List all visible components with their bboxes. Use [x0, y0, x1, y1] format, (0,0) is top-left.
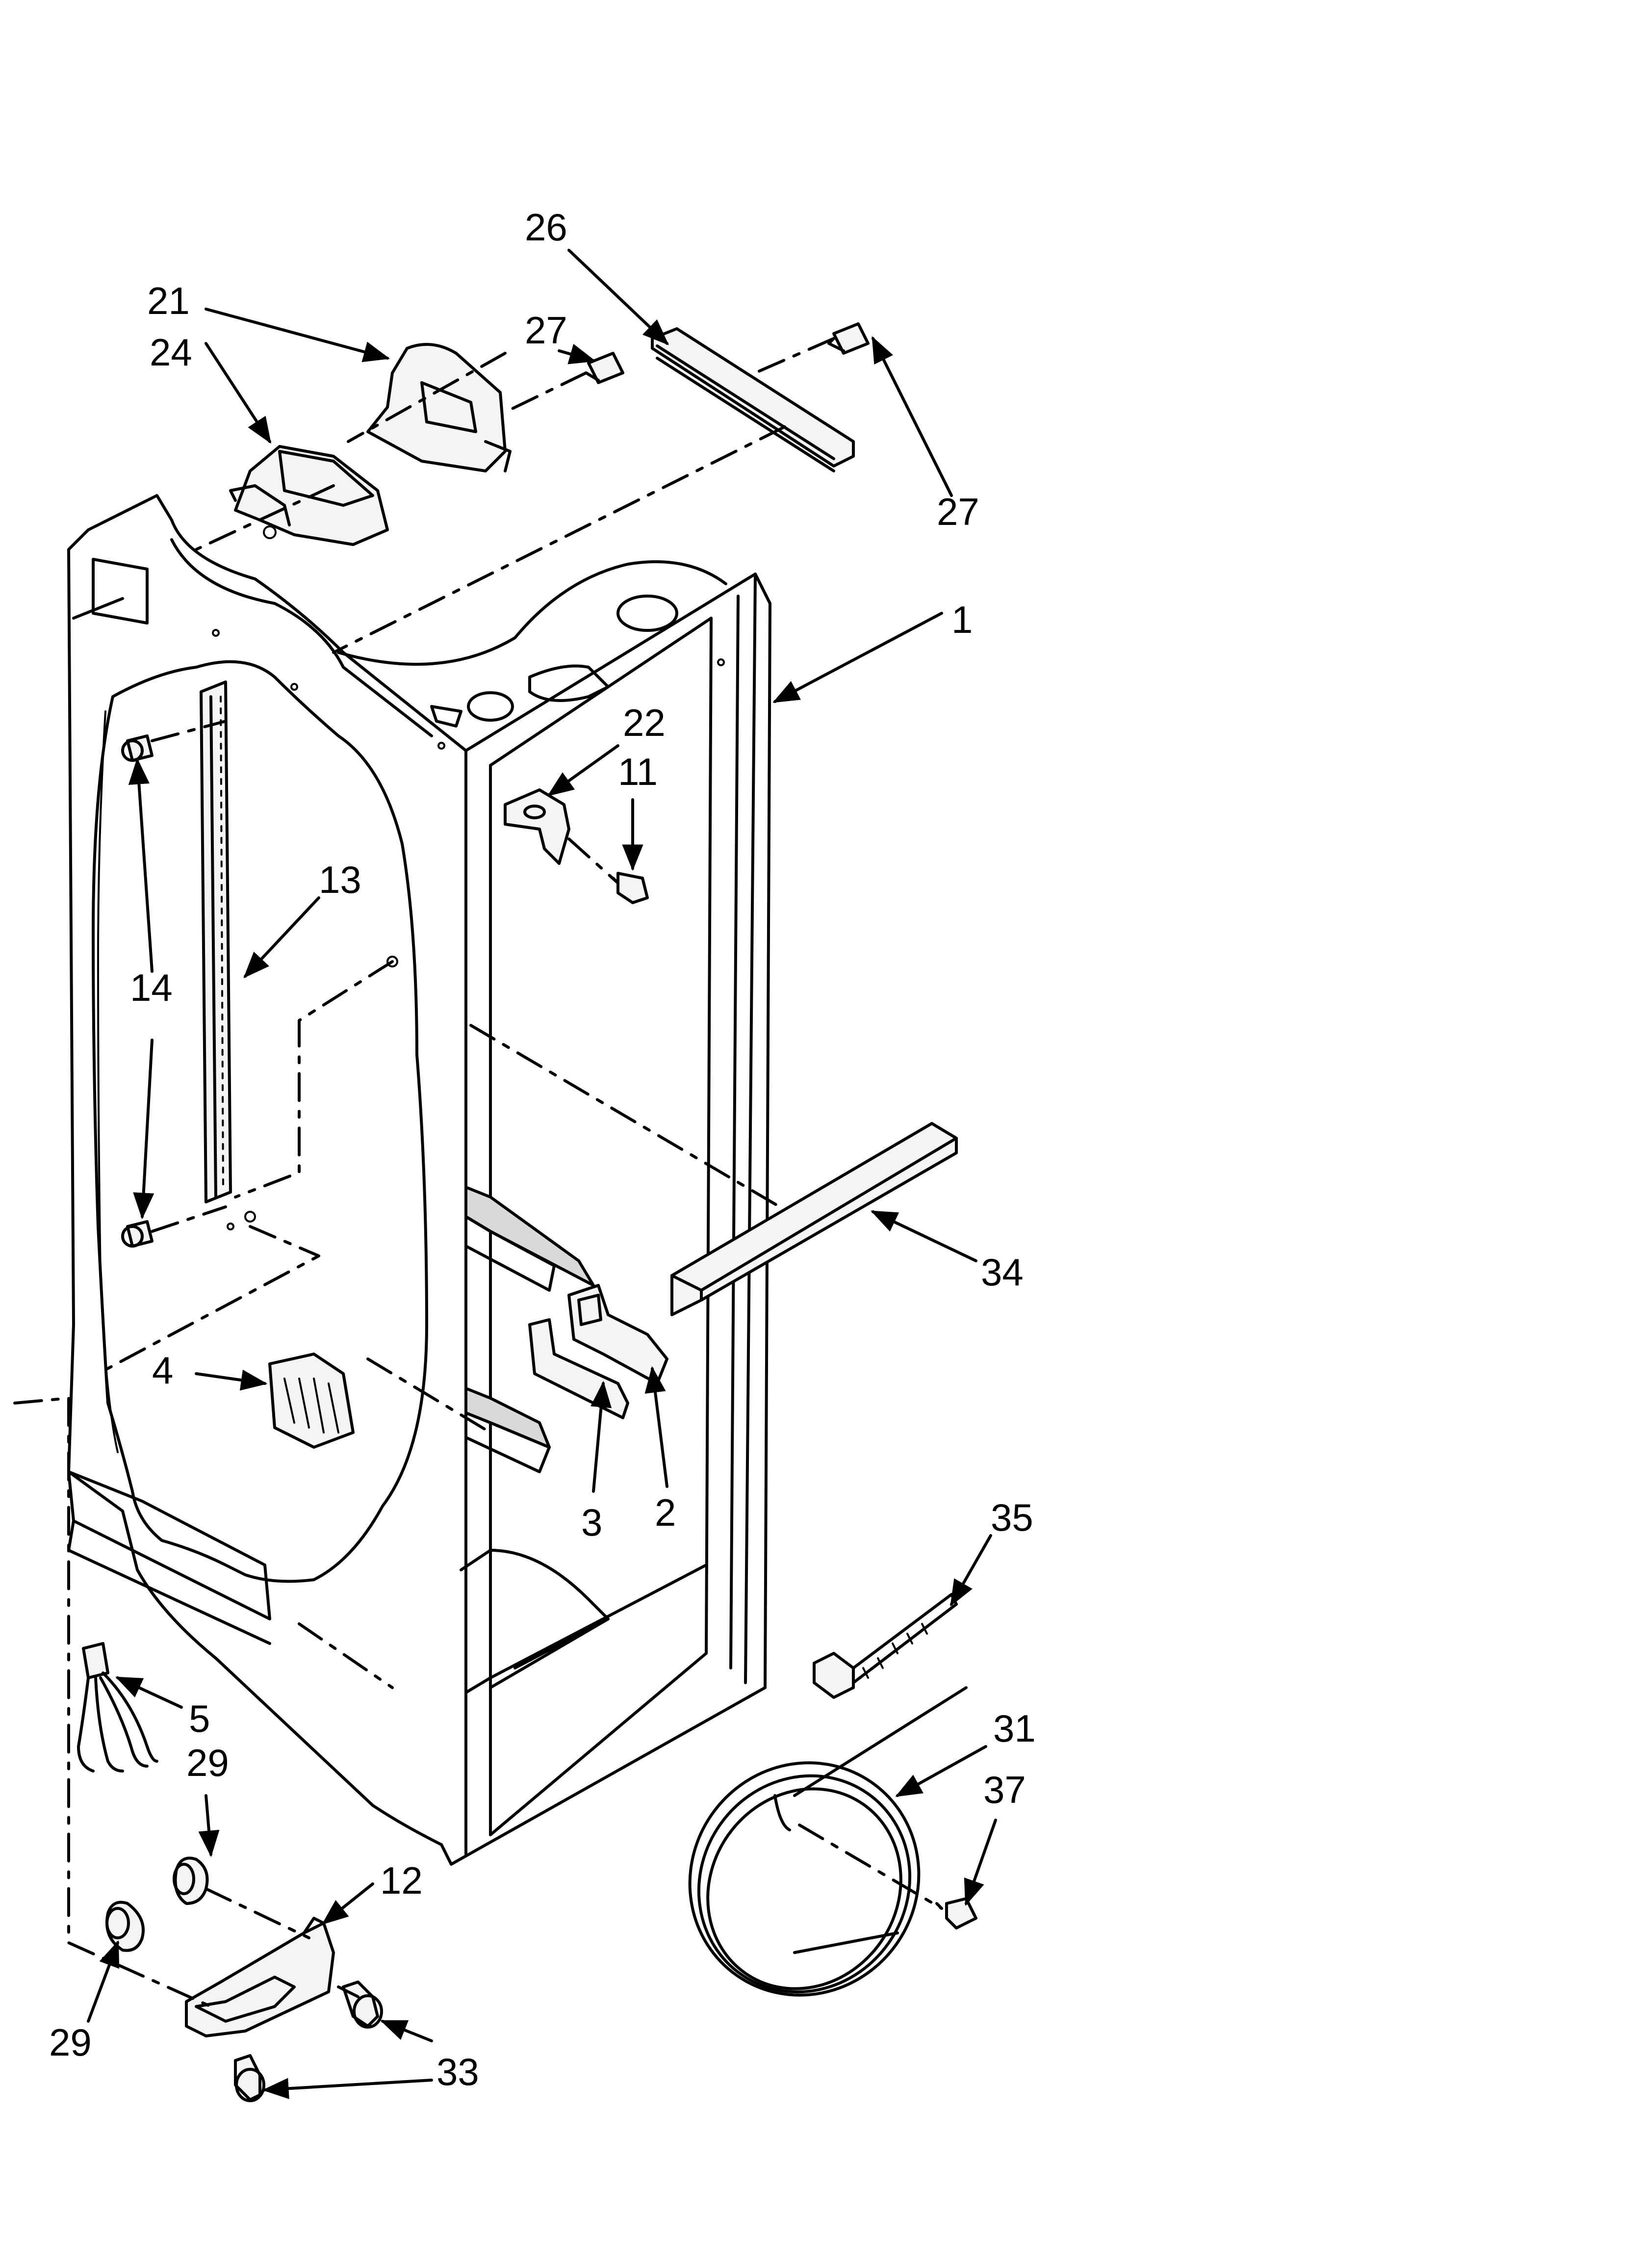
callout-29-upper: 29: [186, 1741, 229, 1784]
callout-11: 11: [618, 750, 658, 793]
callout-29-lower: 29: [49, 2021, 92, 2064]
part-26-top-rail: [651, 327, 855, 472]
part-22-bracket: [504, 788, 570, 865]
part-4-grille: [268, 1353, 355, 1449]
assembly-lines: [13, 337, 943, 2008]
callout-14: 14: [130, 966, 173, 1009]
part-33-pin-upper: [342, 1981, 383, 2029]
callout-31: 31: [993, 1707, 1036, 1750]
callout-1: 1: [951, 598, 973, 641]
callout-27-right: 27: [937, 490, 979, 533]
callout-26: 26: [525, 206, 567, 249]
part-29-bushing-upper: [173, 1856, 209, 1905]
part-2-bracket: [567, 1284, 668, 1385]
callout-35: 35: [991, 1496, 1033, 1539]
part-12-hinge: [185, 1917, 335, 2037]
callout-27-upper: 27: [525, 309, 567, 352]
callout-24: 24: [150, 331, 192, 374]
callout-12: 12: [380, 1859, 423, 1902]
part-35-cable-tie: [813, 1593, 958, 1699]
part-11-screw: [612, 872, 649, 904]
part-14-screw-top: [121, 734, 154, 762]
callout-13: 13: [319, 858, 361, 901]
part-31-coiled-tube: [688, 1686, 968, 1997]
callout-labels: 26 21 27 24 27 1 22 11 13 14 34 4 3 2 35…: [49, 206, 1036, 2093]
part-14-screw-bottom: [121, 1220, 154, 1248]
callout-34: 34: [981, 1251, 1024, 1294]
part-5-wire-harness: [77, 1642, 158, 1773]
callout-33: 33: [436, 2050, 479, 2093]
part-29-bushing-lower: [105, 1901, 145, 1952]
callout-4: 4: [152, 1349, 173, 1392]
part-21-bracket: [366, 343, 512, 472]
callout-5: 5: [189, 1697, 210, 1740]
leader-arrows: [87, 249, 997, 2099]
part-34-crossbar: [670, 1122, 958, 1316]
part-13-shelf-ladder: [200, 680, 232, 1203]
callout-22: 22: [623, 701, 666, 744]
part-37-screw: [935, 1897, 977, 1929]
shelf-rails: [464, 1186, 595, 1473]
callout-21: 21: [147, 279, 190, 322]
callout-2: 2: [655, 1491, 676, 1534]
callout-37: 37: [983, 1768, 1026, 1811]
callout-3: 3: [581, 1501, 602, 1544]
part-27-screw-left: [585, 352, 624, 384]
part-33-pin-lower: [234, 2054, 265, 2102]
